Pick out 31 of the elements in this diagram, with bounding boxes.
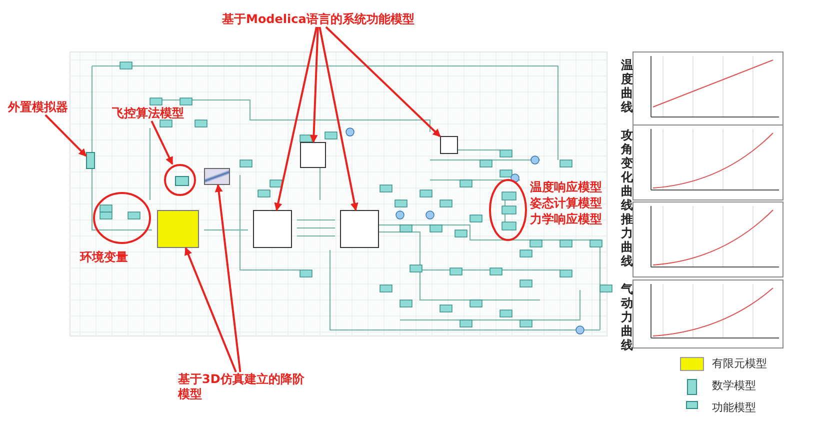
- axis-title: 推力曲线: [620, 212, 634, 268]
- callout-text: 姿态计算模型: [530, 196, 602, 211]
- highlight-circle: [164, 164, 196, 196]
- callout-text: 温度响应模型: [530, 180, 602, 195]
- arrow: [325, 26, 441, 138]
- arrow: [44, 114, 87, 157]
- simulator-block: [86, 152, 95, 169]
- arrow: [318, 26, 358, 211]
- arrow: [150, 120, 174, 165]
- axis-title: 攻角变化曲线: [620, 128, 634, 212]
- callout-text: 飞控算法模型: [112, 106, 184, 121]
- arrow: [184, 247, 237, 372]
- arrow: [310, 26, 319, 143]
- legend-text: 数学模型: [712, 378, 756, 393]
- legend-text: 功能模型: [712, 400, 756, 415]
- callout-text: 基于3D仿真建立的降阶模型: [178, 372, 306, 402]
- callout-text: 外置模拟器: [8, 100, 68, 115]
- finite-element-block: [157, 210, 199, 248]
- callout-text: 力学响应模型: [530, 212, 602, 227]
- axis-title: 温度曲线: [620, 58, 634, 114]
- function-model-block: [440, 136, 458, 154]
- function-model-block: [340, 210, 379, 248]
- reduced-model-block: [204, 168, 230, 185]
- arrow: [274, 26, 318, 211]
- callout-text: 环境变量: [80, 250, 128, 265]
- legend-text: 有限元模型: [712, 356, 767, 371]
- function-model-block: [253, 210, 292, 248]
- callout-text: 基于Modelica语言的系统功能模型: [222, 12, 414, 27]
- axis-title: 气动力曲线: [620, 282, 634, 352]
- arrow: [214, 184, 242, 372]
- function-model-block: [300, 142, 326, 168]
